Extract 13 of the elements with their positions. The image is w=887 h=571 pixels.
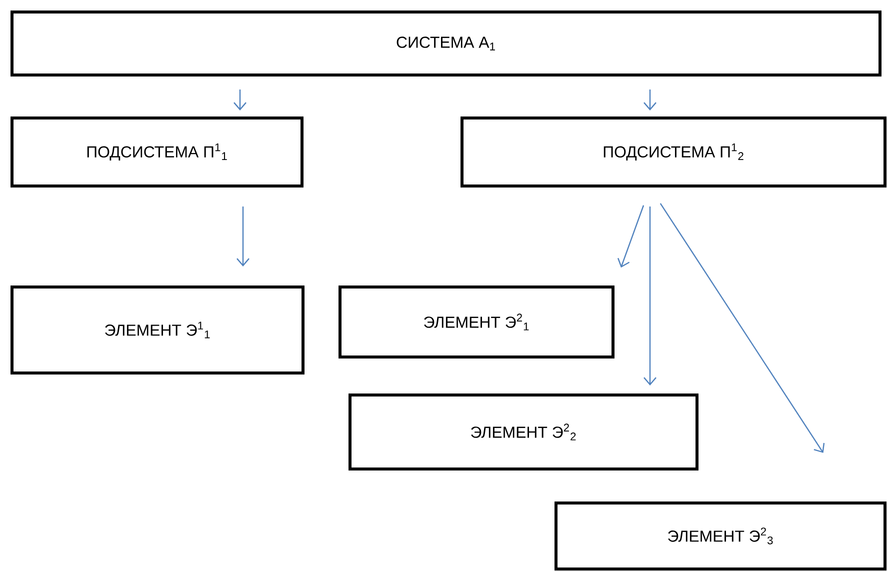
box: ЭЛЕМЕНТ Э$^{2}$1 — [338, 286, 614, 358]
arrow — [644, 90, 656, 110]
arrow — [617, 205, 644, 268]
box: ЭЛЕМЕНТ Э$^{1}$1 — [10, 286, 304, 374]
arrow — [234, 90, 246, 110]
box: ПОДСИСТЕМА П$^{1}$1 — [10, 116, 304, 188]
box: ЭЛЕМЕНТ Э$^{2}$3 — [554, 502, 886, 570]
box: ЭЛЕМЕНТ Э$^{2}$2 — [348, 394, 698, 470]
arrow — [236, 206, 250, 266]
box: ПОДСИСТЕМА П$^{1}$2 — [460, 116, 886, 188]
arrow — [644, 206, 656, 386]
arrow — [660, 203, 825, 453]
box: СИСТЕМА А$_{1}$ — [10, 10, 882, 76]
